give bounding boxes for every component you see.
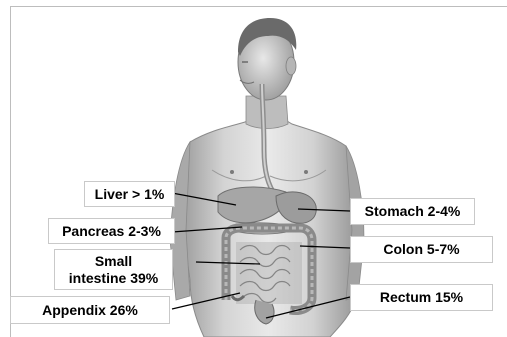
stomach-label: Stomach 2-4%	[350, 198, 475, 225]
ear	[286, 57, 296, 75]
appendix-label: Appendix 26%	[10, 296, 170, 324]
small-intestine-label-line2: intestine 39%	[69, 270, 158, 287]
pancreas-label: Pancreas 2-3%	[48, 218, 175, 244]
neck	[246, 96, 288, 129]
small-intestine-label: Small intestine 39%	[54, 249, 173, 290]
liver-label: Liver > 1%	[84, 181, 175, 207]
small-intestine-label-line1: Small	[95, 253, 132, 270]
rectum-label: Rectum 15%	[350, 284, 493, 311]
colon-label: Colon 5-7%	[350, 236, 493, 263]
